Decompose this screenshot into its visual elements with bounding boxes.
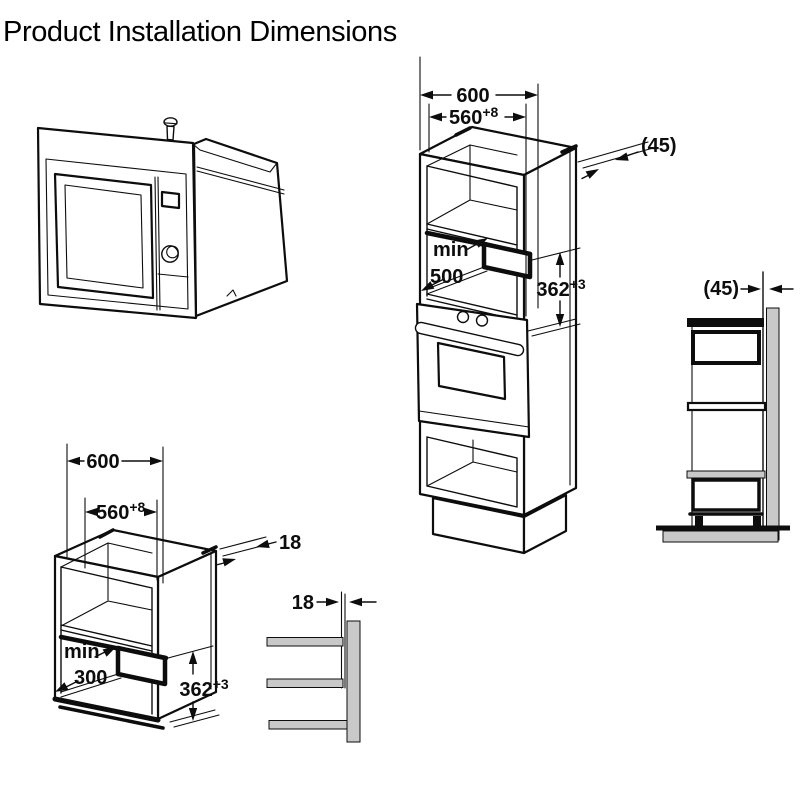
base-dim-niche-height: 362+3	[179, 676, 229, 701]
side-middle-shelf	[686, 401, 767, 412]
microwave-display	[160, 190, 181, 210]
oven-knob	[475, 314, 489, 327]
wall	[346, 620, 361, 743]
wall	[766, 307, 780, 541]
tall-dim-rear-gap: (45)	[641, 135, 677, 157]
microwave-control-panel	[154, 176, 189, 311]
base-dim-panel: 18	[279, 532, 301, 554]
gap-45-arrow	[585, 169, 599, 179]
built-in-oven	[414, 302, 531, 439]
side-shelf	[266, 637, 344, 647]
oven-window	[436, 341, 507, 401]
microwave-isometric	[36, 117, 289, 320]
plinth-foot	[753, 516, 761, 527]
side-bottom-compartment	[691, 478, 761, 512]
tall-min-label: min	[433, 239, 469, 261]
plinth-foot	[695, 516, 703, 527]
microwave-door-window	[53, 172, 155, 300]
tall-unit-diagram: min 500	[414, 56, 677, 555]
min-300-arrow-up	[102, 647, 116, 657]
oven-handle	[414, 321, 525, 357]
side-microwave-niche	[691, 330, 761, 365]
gap-45-arrow	[615, 152, 629, 161]
min-300-arrow-down	[55, 682, 69, 692]
tall-dim-width-overall: 600	[456, 85, 489, 107]
panel-18-arrow	[222, 558, 236, 567]
side-shelf	[266, 678, 344, 688]
base-side-dim-panel: 18	[292, 592, 314, 614]
tall-min-value: 500	[430, 266, 463, 288]
microwave-body	[192, 137, 289, 318]
fixing-screw	[163, 117, 178, 141]
oven-knob	[456, 310, 470, 324]
panel-18-arrow	[256, 539, 270, 548]
side-bottom-shelf	[686, 470, 766, 479]
floor	[662, 530, 779, 543]
page-title: Product Installation Dimensions	[3, 16, 397, 48]
microwave-knob	[161, 245, 179, 263]
tall-dim-niche-height: 362+3	[536, 276, 586, 301]
side-shelf	[268, 720, 348, 730]
base-unit-diagram: min 300 600 560+8 18	[52, 443, 301, 730]
base-unit-side-view: 18	[266, 591, 377, 743]
side-top-shelf	[687, 318, 764, 327]
base-dim-width-overall: 600	[86, 451, 119, 473]
base-min-value: 300	[74, 667, 107, 689]
side-dim-rear-gap: (45)	[703, 278, 739, 300]
base-min-label: min	[64, 641, 100, 663]
base-dim-width-niche: 560+8	[96, 499, 146, 524]
tall-unit-side-view: (45)	[656, 271, 794, 543]
min-500-arrow-up	[474, 238, 488, 248]
min-500-arrow-down	[421, 281, 435, 291]
tall-dim-width-niche: 560+8	[449, 104, 499, 129]
